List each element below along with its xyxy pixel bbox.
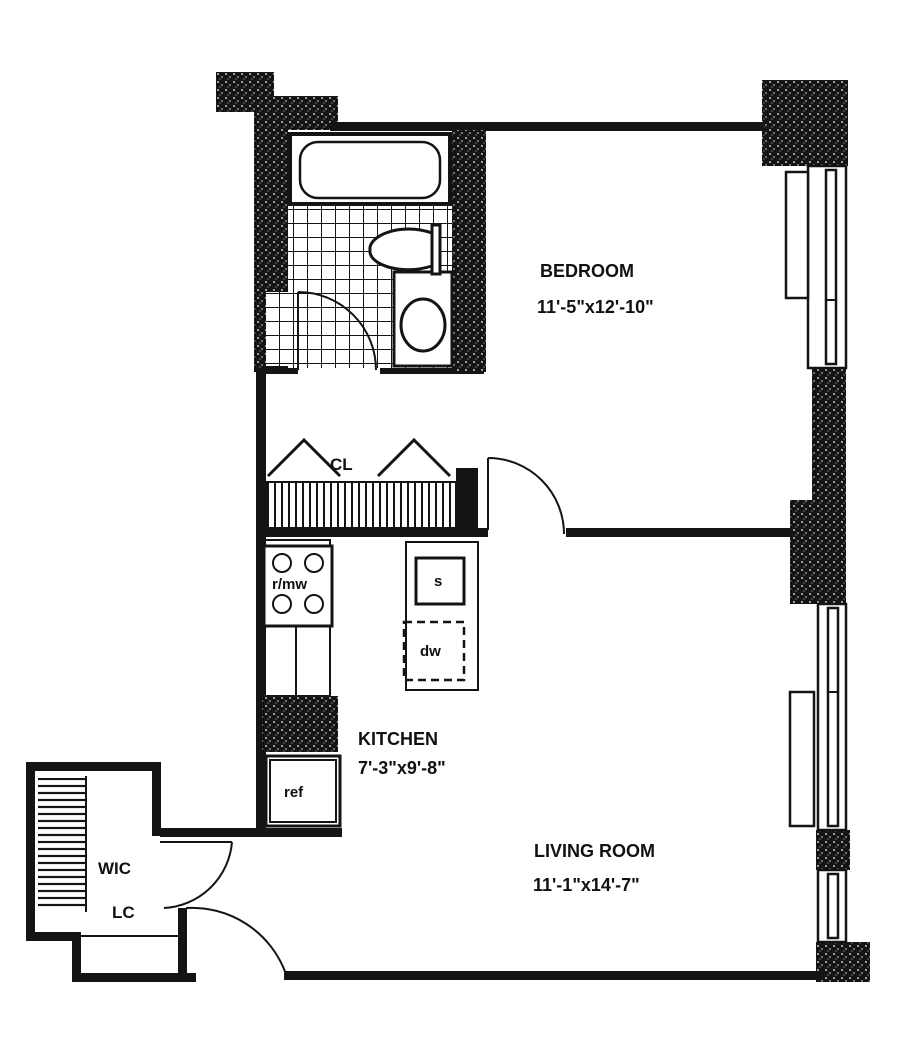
window-bedroom-pane: [824, 168, 838, 366]
wall-left: [256, 368, 266, 834]
entry-door-swing: [185, 906, 287, 975]
refrigerator: [264, 754, 342, 828]
dishwasher-label: dw: [420, 643, 441, 660]
wic-wall-left: [26, 762, 35, 940]
toilet: [368, 223, 442, 276]
wall-bath-shaft: [452, 130, 486, 372]
bath-door-swing: [297, 291, 377, 371]
wic-shelf-hatch: [38, 778, 86, 910]
bedroom-dims: 11'-5"x12'-10": [537, 297, 654, 317]
kitchen-label: KITCHEN: [358, 729, 438, 749]
column-top-left-2: [254, 96, 338, 130]
wic-wall-right: [152, 762, 161, 836]
window-bedroom-sill: [784, 170, 810, 300]
living-room-label: LIVING ROOM: [534, 841, 655, 861]
wall-bath-bottom-left: [262, 366, 298, 374]
wall-closet-bottom: [262, 528, 488, 537]
wic-door-swing: [160, 841, 233, 909]
closet-label: CL: [330, 455, 353, 474]
closet-shelf-hatch: [266, 482, 456, 528]
column-right-lower: [790, 500, 846, 604]
closet-end-wall: [456, 468, 478, 530]
kitchen-dims: 7'-3"x9'-8": [358, 758, 446, 778]
column-top-right: [762, 80, 848, 166]
lc-wall-right: [178, 908, 187, 978]
wall-bedroom-living: [566, 528, 792, 537]
bathtub-inner: [298, 140, 442, 200]
wall-bottom: [284, 971, 824, 980]
closet-bifold-right: [376, 437, 452, 478]
range-label: r/mw: [272, 576, 307, 593]
column-right-bottom: [816, 830, 850, 870]
range: [262, 544, 334, 628]
column-bottom-right: [816, 942, 870, 982]
window-living-pane: [826, 606, 840, 828]
closet-bifold-left: [266, 437, 342, 478]
sink-label: s: [434, 573, 442, 590]
refrigerator-label: ref: [284, 784, 304, 801]
column-right-mid: [812, 368, 846, 500]
kitchen-wall-bottom: [160, 828, 342, 837]
lc-wall-bottom: [72, 973, 196, 982]
window-living-sill: [788, 690, 816, 828]
living-room-dims: 11'-1"x14'-7": [533, 875, 640, 895]
wall-top: [330, 122, 764, 131]
lc-label: LC: [112, 903, 135, 922]
wic-wall-bottom: [26, 932, 80, 941]
kitchen-island: [405, 541, 479, 691]
wic-label: WIC: [98, 859, 131, 878]
sink: [414, 556, 466, 606]
sink-bowl: [399, 297, 447, 353]
bedroom-door-swing: [487, 457, 565, 535]
kitchen-column: [262, 696, 338, 752]
dishwasher: [402, 620, 466, 682]
bath-door-hatch: [266, 292, 296, 366]
wall-bath-bottom-right: [380, 366, 484, 374]
bedroom-label: BEDROOM: [540, 261, 634, 281]
wic-wall-top: [26, 762, 160, 771]
lc-wall-left: [72, 932, 81, 982]
